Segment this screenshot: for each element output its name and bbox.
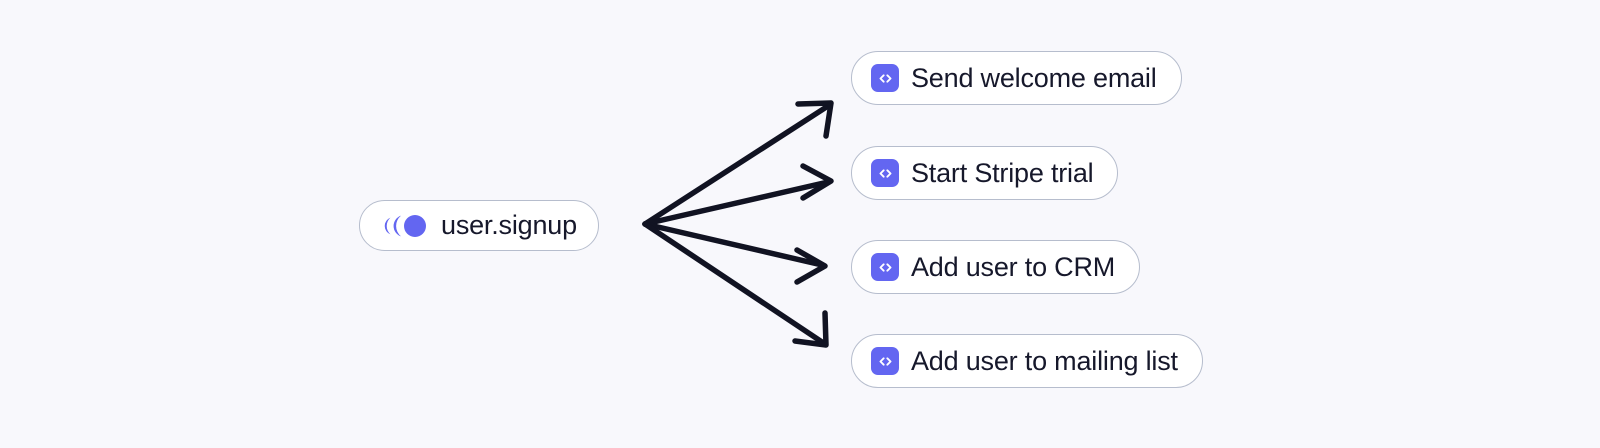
edge-to-add-user-to-crm: [642, 221, 828, 285]
action-node-send-welcome-email[interactable]: Send welcome email: [851, 51, 1182, 105]
broadcast-icon: [382, 214, 428, 238]
action-node-label: Add user to CRM: [911, 251, 1116, 282]
event-node-label: user.signup: [441, 210, 577, 240]
code-icon: [871, 347, 899, 375]
event-node-user-signup[interactable]: user.signup: [359, 200, 599, 251]
action-node-label: Add user to mailing list: [911, 345, 1178, 376]
action-node-add-user-to-mailing-list[interactable]: Add user to mailing list: [851, 334, 1203, 388]
edge-to-send-welcome-email: [642, 100, 834, 227]
action-node-add-user-to-crm[interactable]: Add user to CRM: [851, 240, 1141, 294]
action-node-label: Start Stripe trial: [911, 157, 1094, 188]
code-icon: [871, 159, 899, 187]
action-node-start-stripe-trial[interactable]: Start Stripe trial: [851, 146, 1119, 200]
code-icon: [871, 253, 899, 281]
action-node-label: Send welcome email: [911, 62, 1157, 93]
edge-to-add-user-to-mailing-list: [642, 221, 829, 348]
edge-to-start-stripe-trial: [642, 163, 834, 227]
code-icon: [871, 64, 899, 92]
